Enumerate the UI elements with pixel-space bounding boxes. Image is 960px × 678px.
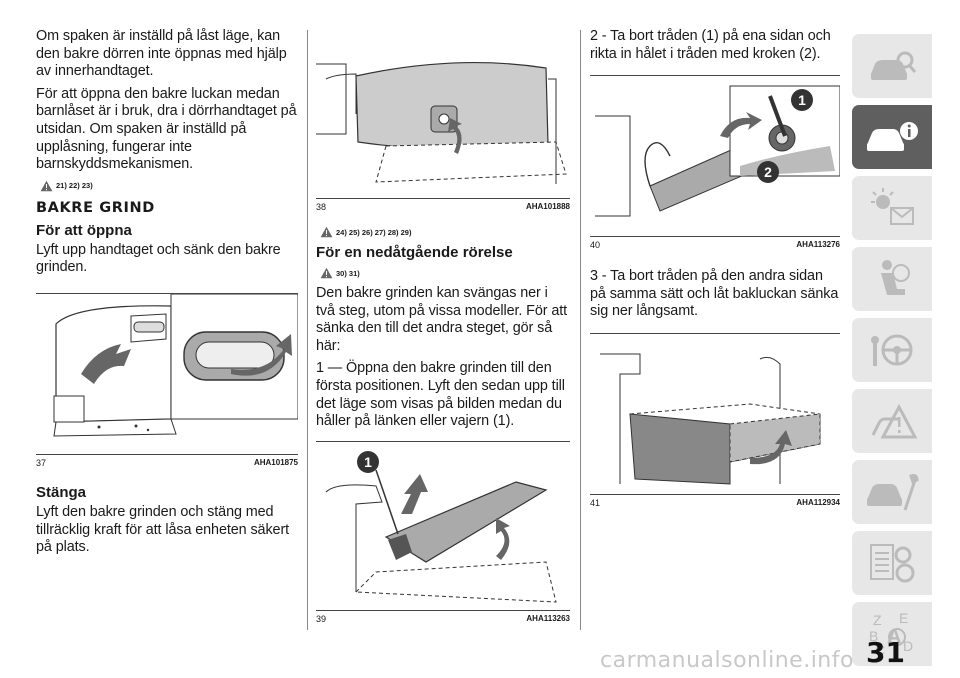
tab-car-info[interactable] — [852, 105, 932, 169]
callout-1: 1 — [798, 92, 806, 108]
index-letter: Z — [873, 612, 882, 628]
figure-number: 40 — [590, 240, 601, 251]
steering-wheel-icon — [871, 334, 913, 366]
figure-38 — [316, 34, 570, 199]
airbag-seat-icon — [881, 260, 910, 295]
figure-40: 1 2 — [590, 75, 840, 238]
figure-caption: 39 AHA113263 — [316, 614, 570, 624]
figure-number: 37 — [36, 457, 47, 468]
paragraph: 3 - Ta bort tråden på den andra sidan på… — [590, 268, 839, 320]
column-left: Om spaken är inställd på låst läge, kan … — [36, 28, 298, 562]
paragraph: 1 — Öppna den bakre grinden till den för… — [316, 360, 565, 430]
warning-triangle-icon — [40, 180, 53, 191]
tab-steering-wheel[interactable] — [852, 318, 932, 382]
tab-specifications[interactable] — [852, 531, 932, 595]
warning-refs-text: 24) 25) 26) 27) 28) 29) — [336, 227, 412, 237]
warning-light-icon — [871, 188, 914, 225]
tab-maintenance[interactable] — [852, 460, 932, 524]
tailgate-lowered-illustration — [600, 353, 821, 485]
column-divider — [307, 30, 308, 630]
subheading-open: För att öppna — [36, 221, 132, 239]
tailgate-handle-illustration — [53, 293, 298, 437]
warning-references: 24) 25) 26) 27) 28) 29) — [320, 226, 570, 238]
figure-41 — [590, 332, 840, 495]
paragraph: Den bakre grinden kan svängas ner i två … — [316, 285, 568, 354]
figure-number: 38 — [316, 202, 327, 212]
paragraph: Lyft den bakre grinden och stäng med til… — [36, 503, 290, 556]
page-number: 31 — [866, 636, 905, 669]
tab-emergency[interactable] — [852, 389, 932, 453]
tab-alphabetical-index[interactable]: Z E B A C D — [852, 602, 932, 666]
paragraph: Om spaken är inställd på låst läge, kan … — [36, 28, 287, 80]
column-divider — [580, 30, 581, 630]
tab-car-search[interactable] — [852, 34, 932, 98]
watermark: carmanualsonline.info — [600, 648, 854, 673]
tab-warning-lights[interactable] — [852, 176, 932, 240]
figure-number: 41 — [590, 497, 601, 508]
callout-2: 2 — [764, 164, 772, 180]
figure-code: AHA112934 — [796, 497, 840, 507]
paragraph: Lyft upp handtaget och sänk den bakre gr… — [36, 241, 281, 276]
tailgate-lowering-illustration — [316, 61, 567, 184]
warning-references: 21) 22) 23) — [40, 180, 298, 192]
car-search-icon — [871, 51, 917, 80]
specs-gears-icon — [870, 544, 915, 583]
paragraph: För att öppna den bakre luckan medan bar… — [36, 85, 297, 173]
figure-caption: 37 AHA101875 — [36, 458, 298, 468]
warning-refs-text: 30) 31) — [336, 268, 360, 278]
column-right: 2 - Ta bort tråden (1) på ena sidan och … — [590, 28, 840, 508]
warning-refs-text: 21) 22) 23) — [56, 181, 93, 191]
warning-triangle-icon — [320, 267, 333, 279]
figure-39: 1 — [316, 440, 570, 611]
index-letter: B — [869, 628, 878, 644]
figure-code: AHA101875 — [253, 457, 298, 467]
subheading-lowering: För en nedåtgående rörelse — [316, 244, 513, 261]
figure-code: AHA113276 — [796, 240, 840, 250]
index-letter: E — [899, 610, 908, 626]
wire-hook-illustration: 1 2 — [595, 85, 840, 217]
figure-code: AHA101888 — [525, 202, 570, 211]
tailgate-link-illustration: 1 — [325, 450, 557, 603]
warning-triangle-icon — [320, 226, 333, 238]
paragraph: 2 - Ta bort tråden (1) på ena sidan och … — [590, 28, 831, 62]
figure-caption: 40 AHA113276 — [590, 240, 840, 250]
figure-number: 39 — [316, 613, 327, 624]
alphabetical-index-icon: Z E B A C D — [869, 610, 913, 658]
car-wrench-icon — [867, 474, 919, 511]
figure-caption: 38 AHA101888 — [316, 202, 570, 212]
column-middle: 38 AHA101888 24) 25) 26) 27) 28) 29) För… — [316, 34, 570, 624]
emergency-triangle-icon — [871, 403, 917, 439]
figure-37 — [36, 292, 298, 455]
warning-references: 30) 31) — [320, 267, 570, 279]
chapter-sidebar: Z E B A C D — [852, 34, 932, 673]
callout-1: 1 — [364, 454, 372, 470]
tab-airbag-seat[interactable] — [852, 247, 932, 311]
figure-caption: 41 AHA112934 — [590, 498, 840, 508]
figure-code: AHA113263 — [526, 613, 570, 623]
subheading-close: Stänga — [36, 483, 87, 501]
index-letter: C — [875, 642, 885, 658]
index-letter: D — [903, 638, 913, 654]
car-info-icon — [867, 122, 918, 151]
section-title: BAKRE GRIND — [36, 199, 155, 216]
